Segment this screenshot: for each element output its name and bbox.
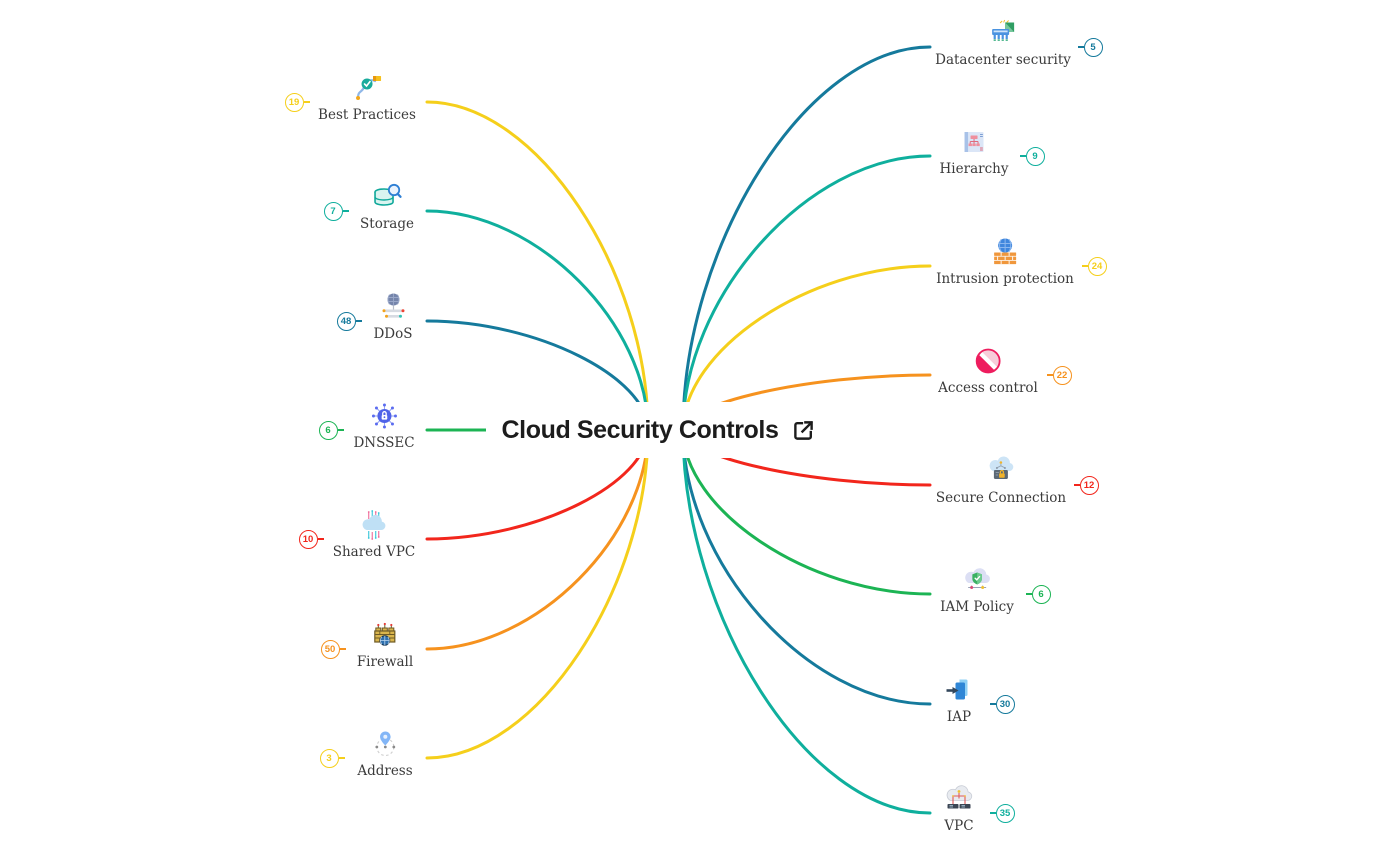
node-label[interactable]: Access control [938,380,1038,396]
central-node[interactable]: Cloud Security Controls [486,402,832,458]
node-label[interactable]: Storage [360,216,414,232]
count-badge[interactable]: 48 [336,311,362,331]
mindmap-node-firewall[interactable]: Firewall [357,619,413,670]
branch-curve-hierarchy [681,154,932,432]
address-icon [369,728,401,760]
iam-policy-icon [961,564,993,596]
mindmap-node-hierarchy[interactable]: Hierarchy [939,126,1009,177]
hierarchy-icon [958,126,990,158]
iap-icon [943,674,975,706]
mindmap-node-storage[interactable]: Storage [360,181,414,232]
node-label[interactable]: Datacenter security [935,52,1071,68]
branch-curve-vpc [681,428,932,815]
count-badge-value: 19 [288,96,300,108]
count-badge[interactable]: 6 [1025,584,1051,604]
count-badge[interactable]: 35 [989,803,1015,823]
mindmap-node-ddos[interactable]: DDoS [373,291,413,342]
count-badge-value: 5 [1090,41,1096,53]
node-label[interactable]: IAM Policy [940,599,1014,615]
node-label[interactable]: DDoS [373,326,413,342]
count-badge-value: 7 [330,205,336,217]
branch-curve-storage [425,209,650,432]
count-badge[interactable]: 5 [1077,37,1103,57]
node-label[interactable]: Firewall [356,654,414,670]
count-badge[interactable]: 3 [319,748,345,768]
branch-curve-iam-policy [681,428,932,596]
count-badge-value: 48 [340,315,352,327]
page-title: Cloud Security Controls [501,415,779,444]
count-badge[interactable]: 6 [318,420,344,440]
node-label[interactable]: VPC [944,818,974,834]
vpc-icon [943,783,975,815]
node-label[interactable]: Intrusion protection [936,271,1074,287]
mindmap-node-secure-connection[interactable]: Secure Connection [936,455,1066,506]
branch-curve-datacenter-security [681,45,932,432]
branch-curve-firewall [425,428,650,651]
datacenter-security-icon [987,17,1019,49]
mindmap-node-dnssec[interactable]: DNSSEC [353,400,415,451]
count-badge-value: 6 [325,424,331,436]
count-badge[interactable]: 50 [320,639,346,659]
branch-curve-iap [681,428,932,706]
branch-curve-best-practices [425,100,650,432]
mindmap-node-access-control[interactable]: Access control [938,345,1038,396]
mindmap-node-shared-vpc[interactable]: Shared VPC [332,509,416,560]
node-label[interactable]: DNSSEC [353,435,415,451]
count-badge-value: 35 [999,807,1011,819]
secure-connection-icon [985,455,1017,487]
count-badge[interactable]: 19 [284,92,310,112]
mindmap-node-vpc[interactable]: VPC [943,783,975,834]
mindmap-node-iam-policy[interactable]: IAM Policy [940,564,1014,615]
count-badge-value: 12 [1083,479,1095,491]
count-badge-value: 9 [1032,150,1038,162]
mindmap-node-best-practices[interactable]: Best Practices [318,72,416,123]
node-label[interactable]: IAP [946,709,972,725]
branch-curve-intrusion-protection [681,264,932,432]
count-badge[interactable]: 22 [1046,365,1072,385]
node-label[interactable]: Secure Connection [935,490,1067,506]
mindmap-node-datacenter-security[interactable]: Datacenter security [935,17,1071,68]
count-badge-value: 10 [302,533,314,545]
count-badge[interactable]: 30 [989,694,1015,714]
mindmap-node-intrusion-protection[interactable]: Intrusion protection [936,236,1074,287]
branch-curve-address [425,428,650,760]
best-practices-icon [351,72,383,104]
external-link-icon[interactable] [791,418,816,443]
count-badge[interactable]: 24 [1081,256,1107,276]
intrusion-protection-icon [989,236,1021,268]
count-badge[interactable]: 12 [1073,475,1099,495]
count-badge[interactable]: 10 [298,529,324,549]
firewall-icon [369,619,401,651]
count-badge-value: 24 [1091,260,1103,272]
count-badge[interactable]: 9 [1019,146,1045,166]
node-label[interactable]: Hierarchy [939,161,1009,177]
count-badge-value: 22 [1056,369,1068,381]
mindmap-node-iap[interactable]: IAP [943,674,975,725]
dnssec-icon [368,400,400,432]
shared-vpc-icon [358,509,390,541]
count-badge-value: 6 [1038,588,1044,600]
node-label[interactable]: Address [357,763,413,779]
count-badge-value: 3 [326,752,332,764]
storage-icon [371,181,403,213]
node-label[interactable]: Best Practices [318,107,416,123]
count-badge-value: 30 [999,698,1011,710]
count-badge-value: 50 [324,643,336,655]
ddos-icon [377,291,409,323]
mindmap-node-address[interactable]: Address [357,728,413,779]
count-badge[interactable]: 7 [323,201,349,221]
node-label[interactable]: Shared VPC [332,544,416,560]
access-control-icon [972,345,1004,377]
